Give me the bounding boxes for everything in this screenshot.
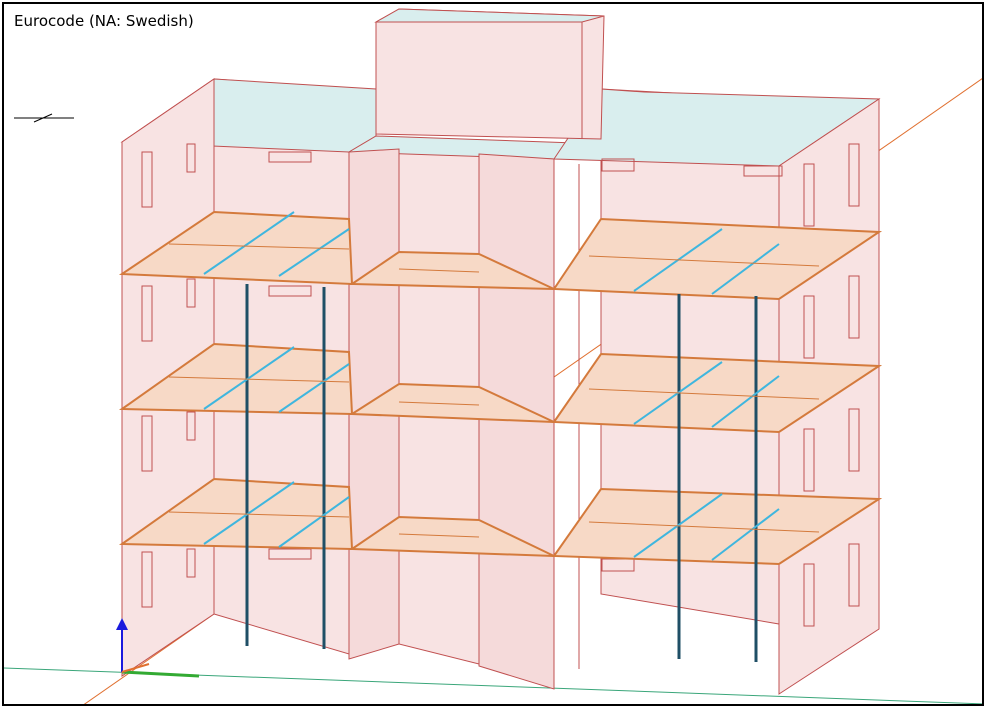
slab-mid-l3[interactable]	[348, 250, 555, 290]
structural-model-3d-view[interactable]	[4, 4, 984, 706]
rooftop-block[interactable]	[374, 8, 605, 140]
windows-right-wall	[803, 143, 860, 627]
slab-right-l1[interactable]	[552, 487, 883, 566]
slab-right-l3[interactable]	[552, 217, 883, 301]
columns[interactable]	[245, 284, 758, 662]
back-wall-openings	[268, 151, 783, 572]
slab-internal-edges	[168, 243, 820, 538]
slab-mid-l2[interactable]	[348, 382, 555, 423]
xyz-axis-icon	[116, 618, 200, 678]
slab-right-l2[interactable]	[552, 352, 883, 434]
design-code-label: Eurocode (NA: Swedish)	[14, 12, 194, 30]
windows-left-wall	[141, 143, 196, 608]
floor-slabs[interactable]	[118, 210, 883, 566]
section-line-icon[interactable]	[14, 113, 74, 123]
